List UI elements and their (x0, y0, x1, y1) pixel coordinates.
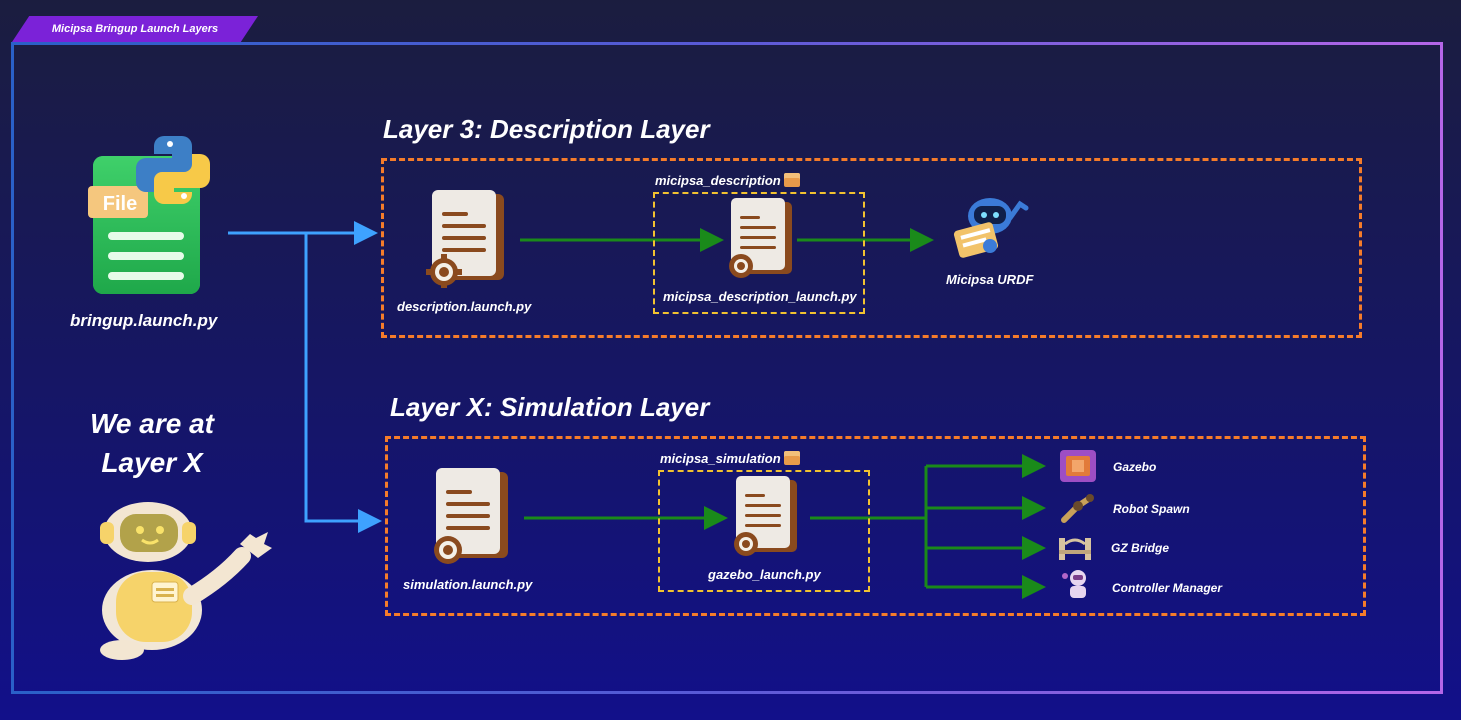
diagram-frame (11, 42, 1443, 694)
robot-mascot-icon (100, 502, 272, 660)
output-gazebo: Gazebo (1113, 460, 1157, 474)
layerx-box (385, 436, 1366, 616)
package-box-icon (784, 173, 801, 187)
gz-bridge-icon (1059, 538, 1091, 560)
layer3-title: Layer 3: Description Layer (383, 114, 710, 144)
layerx-package-box (658, 470, 870, 592)
package-box-icon (784, 451, 801, 465)
entry-filename: bringup.launch.py (70, 311, 218, 330)
banner-title: Micipsa Bringup Launch Layers (51, 23, 219, 35)
layerx-package-name: micipsa_simulation (660, 451, 781, 466)
layer3-output: Micipsa URDF (946, 272, 1034, 287)
output-robot-spawn: Robot Spawn (1113, 502, 1190, 516)
file-badge: File (102, 193, 138, 215)
launch-document-icon (426, 190, 504, 288)
layer3-package-name: micipsa_description (655, 173, 781, 188)
python-file-icon (88, 136, 210, 294)
launch-document-icon (729, 198, 792, 278)
current-layer-note: We are at Layer X (60, 404, 244, 482)
layerx-package-launch: gazebo_launch.py (708, 567, 821, 582)
urdf-robot-icon (953, 198, 1029, 258)
blue-branch-connector (228, 221, 382, 533)
layer3-launch-file: description.launch.py (397, 299, 532, 314)
diagram-banner: Micipsa Bringup Launch Layers (12, 16, 258, 42)
current-layer-line1: We are at (90, 408, 214, 439)
layer3-package-label: micipsa_description (655, 173, 801, 188)
launch-document-icon (434, 468, 508, 564)
gazebo-icon (1060, 450, 1096, 482)
layerx-launch-file: simulation.launch.py (403, 577, 533, 592)
launch-document-icon (734, 476, 797, 556)
layerx-title: Layer X: Simulation Layer (390, 392, 710, 422)
layerx-package-label: micipsa_simulation (660, 451, 801, 466)
current-layer-line2: Layer X (101, 447, 203, 478)
output-controller-manager: Controller Manager (1112, 581, 1223, 595)
output-gz-bridge: GZ Bridge (1111, 541, 1170, 555)
controller-manager-icon (1062, 570, 1086, 598)
robot-spawn-icon (1061, 494, 1094, 523)
layer3-box (381, 158, 1362, 338)
layer3-package-box (653, 192, 865, 314)
layer3-package-launch: micipsa_description_launch.py (663, 289, 857, 304)
